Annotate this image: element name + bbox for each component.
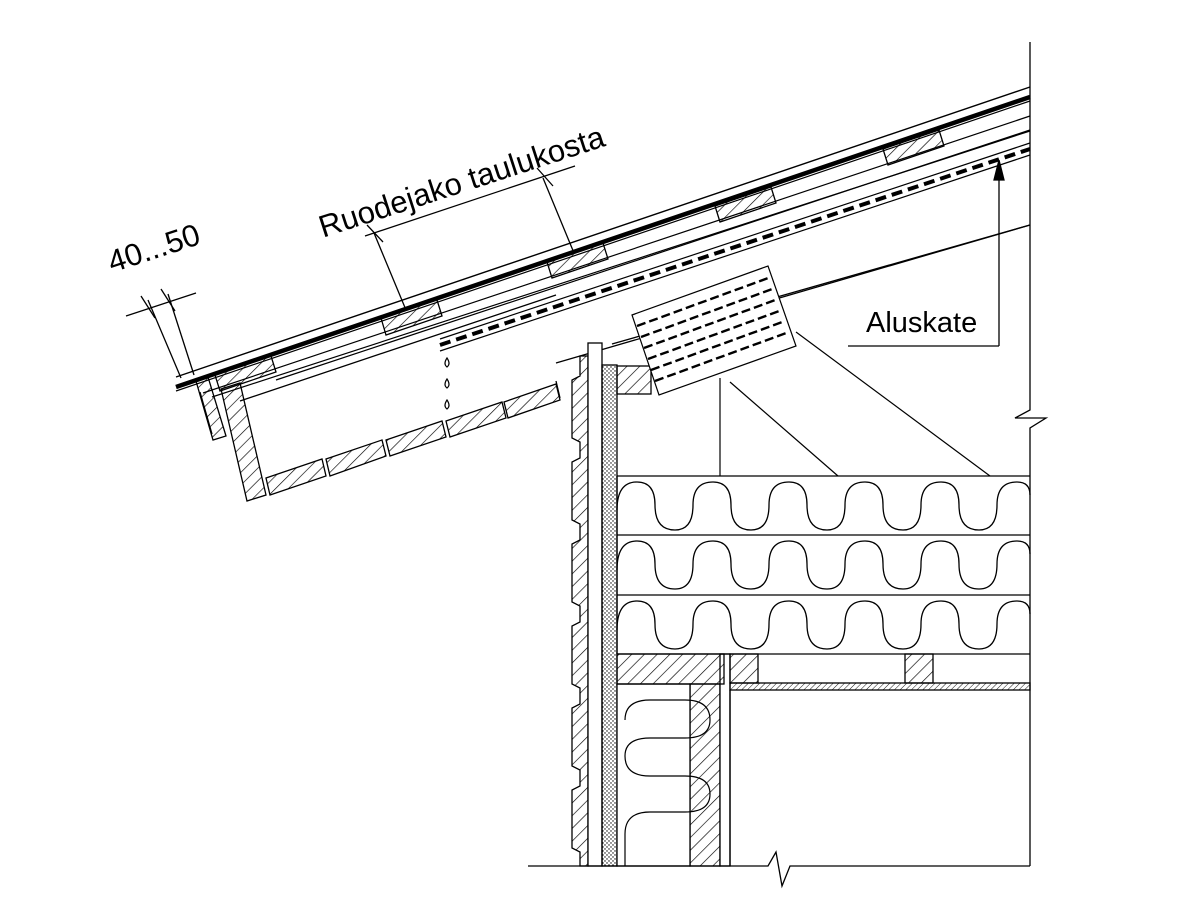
batten bbox=[546, 242, 609, 279]
insulation-layer bbox=[616, 540, 1031, 590]
dimension-eave bbox=[125, 288, 197, 379]
roof-covering bbox=[175, 86, 1031, 398]
dimension-underlay bbox=[848, 159, 1005, 347]
eave-box bbox=[195, 294, 561, 502]
dimension-batten-spacing bbox=[364, 165, 576, 311]
soffit-board bbox=[503, 383, 561, 419]
insulation-batt-callout bbox=[631, 265, 991, 477]
soffit-board bbox=[385, 420, 447, 457]
insulation-batt-symbol bbox=[631, 265, 797, 396]
batten bbox=[714, 186, 777, 223]
soffit-board bbox=[325, 439, 387, 477]
insulation-layer bbox=[616, 600, 1031, 650]
water-drop-icons bbox=[444, 356, 450, 410]
insulation-layer bbox=[616, 481, 1031, 531]
drop-icon bbox=[444, 356, 450, 368]
soffit-board bbox=[445, 401, 507, 438]
wall-cladding bbox=[571, 355, 589, 867]
ceiling-structure bbox=[616, 653, 1031, 866]
drop-icon bbox=[444, 398, 450, 410]
drop-icon bbox=[444, 377, 450, 389]
break-lines bbox=[528, 42, 1049, 889]
fascia-board bbox=[220, 382, 267, 502]
batten bbox=[380, 299, 443, 336]
wall-insulation bbox=[624, 699, 711, 866]
underlay-label: Aluskate bbox=[866, 307, 978, 339]
fascia-board bbox=[195, 376, 227, 441]
exterior-wall bbox=[571, 342, 731, 867]
roof-battens bbox=[214, 129, 945, 392]
soffit-board bbox=[265, 458, 327, 496]
batten bbox=[882, 129, 945, 166]
attic-insulation bbox=[616, 475, 1031, 654]
underlay-membrane bbox=[439, 142, 1031, 352]
batten bbox=[214, 355, 277, 392]
